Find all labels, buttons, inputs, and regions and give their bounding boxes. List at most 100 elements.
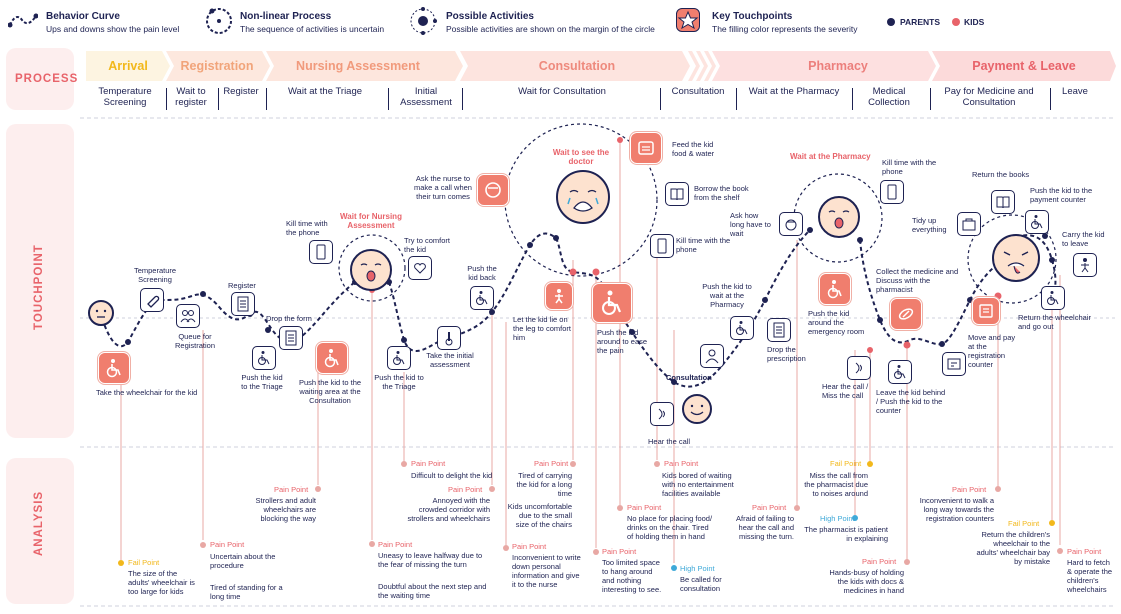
- tp-hearcall-label: Hear the call: [648, 437, 691, 446]
- step-wait-at-triage: Wait at the Triage: [287, 86, 363, 97]
- legend-touchpoints-title: Key Touchpoints: [712, 11, 793, 22]
- analysis-text-5: Doubtful about the next step and the wai…: [378, 582, 487, 600]
- behavior-curve-icon: [8, 13, 38, 28]
- process-band-label: PROCESS: [15, 73, 79, 85]
- key-touchpoint-icon: [676, 8, 700, 32]
- analysis-type-8: Pain Point: [534, 459, 569, 468]
- analysis-type-15: Pain Point: [752, 503, 787, 512]
- analysis-text-0: The size of the adults' wheelchair is to…: [128, 569, 195, 596]
- tp-phone2-label: Kill time with the phone: [676, 236, 731, 254]
- tp-comfort-label: Try to comfort the kid: [404, 236, 450, 254]
- tp-food-label: Feed the kid food & water: [672, 140, 715, 158]
- payment-face-icon: [992, 234, 1040, 282]
- pharmacy-wait-face-icon: [818, 196, 860, 238]
- process-band: [6, 48, 74, 110]
- analysis-type-10: Pain Point: [512, 542, 547, 551]
- tp-triage2-label: Push the kid to the Triage: [374, 373, 424, 391]
- analysis-type-20: Fail Point: [1008, 519, 1040, 528]
- parents-dot-icon: [887, 18, 895, 26]
- phone-2-icon: [650, 234, 674, 258]
- stage-pharmacy: Pharmacy: [808, 59, 868, 73]
- tp-missedcall-label: Hear the call / Miss the call: [822, 382, 869, 400]
- analysis-text-16: Miss the call from the pharmacist due to…: [804, 471, 868, 498]
- analysis-type-3: Pain Point: [274, 485, 309, 494]
- analysis-type-12: Pain Point: [627, 503, 662, 512]
- hear-call-icon: [650, 402, 674, 426]
- analysis-text-17: The pharmacist is patient in explaining: [804, 525, 888, 543]
- analysis-band: [6, 458, 74, 604]
- tp-queue-label: Queue for Registration: [174, 332, 216, 350]
- analysis-text-1: Uncertain about the procedure: [210, 552, 276, 570]
- kids-dot-icon: [952, 18, 960, 26]
- pharmacy-wheelchair-icon: [730, 316, 754, 340]
- legend-parents: PARENTS: [900, 17, 940, 27]
- carry-kid-icon: [1073, 253, 1097, 277]
- prescription-icon: [767, 318, 791, 342]
- stage-consultation: Consultation: [538, 59, 616, 73]
- analysis-text-15: Afraid of failing to hear the call and m…: [736, 514, 794, 541]
- stage-payment-leave: Payment & Leave: [972, 59, 1076, 73]
- analysis-type-11: Pain Point: [602, 547, 637, 556]
- legend-possible-desc: Possible activities are shown on the mar…: [446, 24, 655, 34]
- tp-consultation-label: Consultation: [666, 373, 712, 382]
- step-pay-medicine-consultation: Pay for Medicine and Consultation: [944, 86, 1034, 108]
- doctor-icon: [700, 344, 724, 368]
- nursing-wait-face-icon: [350, 249, 392, 291]
- drop-form-icon: [279, 326, 303, 350]
- stage-chevrons: [86, 51, 1116, 81]
- tp-askwait-label: Ask how long have to wait: [730, 211, 771, 238]
- phone-3-icon: [880, 180, 904, 204]
- analysis-type-6: Pain Point: [411, 459, 446, 468]
- hear-call-2-icon: [847, 356, 871, 380]
- tp-lie-label: Let the kid lie on the leg to comfort hi…: [513, 315, 571, 342]
- thermometer-icon: [140, 288, 164, 312]
- tp-pharmacy-wait-label: Push the kid to wait at the Pharmacy: [702, 282, 752, 309]
- payment-wheelchair-icon: [1025, 210, 1049, 234]
- tp-phone3-label: Kill time with the phone: [882, 158, 937, 176]
- wheelchair-touchpoint-icon: [98, 352, 130, 384]
- step-medical-collection: Medical Collection: [868, 86, 910, 108]
- legend-nonlinear-title: Non-linear Process: [240, 11, 332, 22]
- food-touchpoint-icon: [630, 132, 662, 164]
- analysis-type-16: Fail Point: [830, 459, 862, 468]
- wait-nursing-label: Wait for Nursing Assessment: [340, 212, 402, 230]
- tp-collect-label: Collect the medicine and Discuss with th…: [876, 267, 959, 294]
- legend-nonlinear-desc: The sequence of activities is uncertain: [240, 24, 385, 34]
- triage-wheelchair-2-icon: [387, 346, 411, 370]
- doctor-wait-face-icon: [556, 170, 610, 224]
- step-initial-assessment: Initial Assessment: [400, 86, 452, 108]
- register-form-icon: [231, 292, 255, 316]
- legend-possible-title: Possible Activities: [446, 11, 534, 22]
- tp-initial-label: Take the initial assessment: [426, 351, 474, 369]
- tp-carry-label: Carry the kid to leave: [1062, 230, 1105, 248]
- tp-dropform-label: Drop the form: [266, 314, 312, 323]
- triage-wheelchair-icon: [252, 346, 276, 370]
- legend-touchpoints-desc: The filling color represents the severit…: [712, 24, 858, 34]
- tp-wheelchair-label: Take the wheelchair for the kid: [96, 388, 198, 397]
- analysis-text-13: Kids bored of waiting with no entertainm…: [662, 471, 734, 498]
- assessment-thermometer-icon: [437, 326, 461, 350]
- return-wheelchair-icon: [1041, 286, 1065, 310]
- tp-prescription-label: Drop the prescription: [767, 345, 806, 363]
- tp-register-label: Register: [228, 281, 256, 290]
- analysis-text-2: Tired of standing for a long time: [210, 583, 283, 601]
- analysis-type-17: High Point: [820, 514, 855, 523]
- stage-registration: Registration: [180, 59, 254, 73]
- return-book-icon: [991, 190, 1015, 214]
- wheelchair-waiting-touchpoint-icon: [316, 342, 348, 374]
- book-icon: [665, 182, 689, 206]
- legend-behavior-title: Behavior Curve: [46, 11, 120, 22]
- legend-behavior-desc: Ups and downs show the pain level: [46, 24, 180, 34]
- analysis-text-19: Inconvenient to walk a long way towards …: [919, 496, 994, 523]
- analysis-text-10: Inconvenient to write down personal info…: [512, 553, 581, 589]
- step-consultation: Consultation: [671, 86, 725, 97]
- analysis-text-11: Too limited space to hang around and not…: [602, 558, 662, 594]
- analysis-type-0: Fail Point: [128, 558, 160, 567]
- analysis-type-4: Pain Point: [378, 540, 413, 549]
- analysis-type-18: Pain Point: [862, 557, 897, 566]
- analysis-type-7: Pain Point: [448, 485, 483, 494]
- registration-counter-touchpoint-icon: [972, 297, 1000, 325]
- analysis-type-1: Pain Point: [210, 540, 245, 549]
- analysis-text-4: Uneasy to leave halfway due to the fear …: [378, 551, 483, 569]
